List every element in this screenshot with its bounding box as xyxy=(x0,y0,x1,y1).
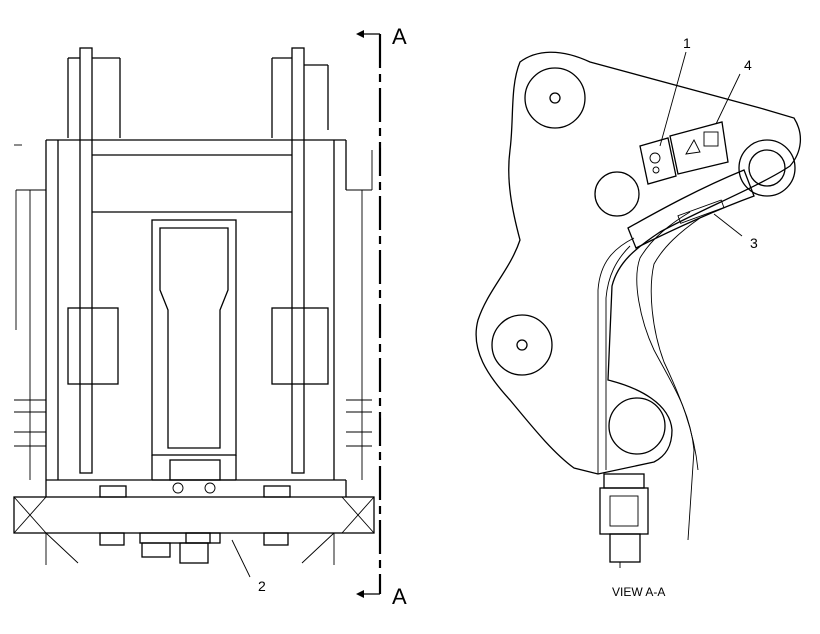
section-line: A A xyxy=(356,24,407,609)
hydraulic-fitting xyxy=(599,473,649,568)
leader-2 xyxy=(231,539,251,578)
callout-3: 3 xyxy=(750,235,758,251)
decal-4 xyxy=(669,121,729,175)
leader-3 xyxy=(713,213,743,237)
coupler-plate xyxy=(475,51,801,475)
view-label: VIEW A-A xyxy=(612,585,665,599)
side-tabs xyxy=(14,307,372,447)
decal-1 xyxy=(639,137,677,185)
front-view: 2 xyxy=(13,47,375,594)
inner-contour xyxy=(597,237,635,474)
callout-1: 1 xyxy=(683,35,691,51)
left-upright xyxy=(67,47,121,474)
base-plate xyxy=(13,479,375,565)
section-marker-top: A xyxy=(392,24,407,49)
pin-bosses xyxy=(491,67,666,455)
section-view-a-a: 1 4 3 VIEW A-A xyxy=(475,35,801,599)
lever-arm xyxy=(627,139,796,249)
right-upright xyxy=(271,47,329,474)
section-marker-bottom: A xyxy=(392,584,407,609)
callout-4: 4 xyxy=(744,57,752,73)
leader-1 xyxy=(659,51,687,147)
center-cylinder xyxy=(151,219,237,494)
leader-4 xyxy=(715,73,741,125)
callout-2: 2 xyxy=(258,578,266,594)
bottom-bolts xyxy=(99,485,291,564)
